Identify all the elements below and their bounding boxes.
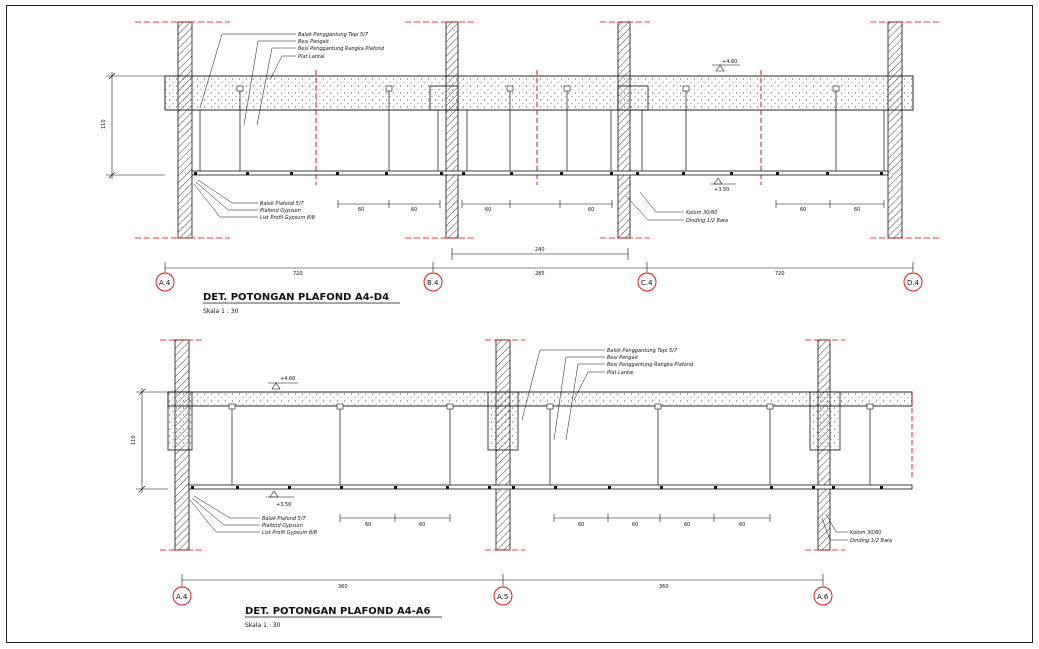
span-label: 360 <box>338 584 348 590</box>
height-dim-label: 110 <box>131 435 137 445</box>
span-dims-1 <box>164 262 914 272</box>
column-c4-top <box>600 21 650 239</box>
callout-label: Besi Penggantung Rangka Plafond <box>298 46 385 52</box>
callout-label: Besi Pengait <box>607 355 639 361</box>
grid-bubble-a5: A.5 <box>493 586 513 606</box>
level-marker-bottom-2 <box>266 490 294 498</box>
grid-label: A.4 <box>159 279 171 287</box>
callout-leaders-2 <box>189 349 848 541</box>
callout-label: Besi Penggantung Rangka Plafond <box>607 362 694 368</box>
level-bottom-label: +3.50 <box>276 502 291 508</box>
grid-label: D.4 <box>907 279 920 287</box>
height-dimension-2 <box>136 388 168 493</box>
break-lines-1 <box>315 70 762 185</box>
grid-bubble-d4: D.4 <box>903 272 923 292</box>
level-bottom-label: +3.50 <box>714 187 729 193</box>
grid-label: A.4 <box>176 593 188 601</box>
spacing-label: 60 <box>578 522 584 528</box>
spacing-label: 60 <box>411 207 417 213</box>
grid-bubble-b4: B.4 <box>423 272 443 292</box>
floor-slab-2 <box>167 391 913 407</box>
hanger-rods-1 <box>199 88 885 172</box>
callout-label: Kolom 30/60 <box>686 210 717 216</box>
level-marker-top-2 <box>268 382 298 390</box>
spacing-dims-1 <box>337 200 885 208</box>
spacing-label: 60 <box>854 207 860 213</box>
callout-label: Plat Lantai <box>298 54 325 60</box>
callout-label: Balok Penggantung Tepi 5/7 <box>607 348 678 354</box>
spacing-label: 60 <box>800 207 806 213</box>
callout-label: Kolom 30/60 <box>850 530 881 536</box>
callout-label: Plat Lantai <box>607 370 634 376</box>
callout-label: Balok Penggantung Tepi 5/7 <box>298 32 369 38</box>
callout-label: Dinding 1/2 Bata <box>686 218 728 224</box>
level-marker-bottom-1 <box>710 177 736 185</box>
hanger-rods-2 <box>231 406 871 485</box>
spacing-label: 60 <box>485 207 491 213</box>
height-dimension-1 <box>106 72 165 179</box>
detail-1: 110 +4.60 +3.50 60 60 60 60 60 60 <box>101 21 940 315</box>
span-label: 285 <box>535 271 545 277</box>
grid-bubble-a6: A.6 <box>813 586 833 606</box>
spacing-label: 60 <box>588 207 594 213</box>
detail-2-scale: Skala 1 : 30 <box>245 622 281 629</box>
callout-label: Balok Plafond 5/7 <box>260 201 305 207</box>
grid-bubble-a4-2: A.4 <box>172 586 192 606</box>
callout-label: List Profil Gypsum 8/8 <box>262 530 317 536</box>
grid-label: C.4 <box>641 279 653 287</box>
detail-1-title: DET. POTONGAN PLAFOND A4-D4 <box>203 292 389 303</box>
detail-1-scale: Skala 1 : 30 <box>203 308 239 315</box>
level-marker-top-1 <box>712 64 740 72</box>
callout-label: Plafond Gypsum <box>262 523 303 529</box>
drawing-frame <box>6 5 1033 643</box>
spacing-dims-2 <box>339 514 771 522</box>
ceiling-gypsum-2 <box>188 484 913 490</box>
span-label: 720 <box>775 271 785 277</box>
span-label: 360 <box>659 584 669 590</box>
floor-slab-1 <box>164 75 914 111</box>
spacing-label: 60 <box>684 522 690 528</box>
ceiling-gypsum-1 <box>191 170 889 176</box>
sub-dimension-240 <box>451 248 629 260</box>
spacing-label: 60 <box>632 522 638 528</box>
detail-2: 110 +4.60 +3.50 60 60 60 60 60 60 360 36 <box>131 339 913 629</box>
spacing-label: 60 <box>419 522 425 528</box>
level-top-label: +4.60 <box>280 376 295 382</box>
grid-label: A.5 <box>497 593 508 601</box>
height-dim-label: 110 <box>101 119 107 129</box>
level-top-label: +4.60 <box>722 59 737 65</box>
grid-bubble-a4: A.4 <box>155 272 175 292</box>
spacing-label: 60 <box>739 522 745 528</box>
callout-label: Dinding 1/2 Bata <box>850 538 892 544</box>
grid-bubble-c4: C.4 <box>637 272 657 292</box>
sub-dim-label: 240 <box>535 247 545 253</box>
grid-label: B.4 <box>427 279 439 287</box>
span-label: 720 <box>293 271 303 277</box>
span-dims-2 <box>181 574 824 586</box>
callout-label: List Profil Gypsum 8/8 <box>260 215 315 221</box>
callout-label: Balok Plafond 5/7 <box>262 516 307 522</box>
spacing-label: 60 <box>365 522 371 528</box>
callout-leaders-1 <box>193 33 684 221</box>
spacing-label: 60 <box>358 207 364 213</box>
callout-label: Besi Pengait <box>298 39 330 45</box>
detail-2-title: DET. POTONGAN PLAFOND A4-A6 <box>245 606 431 617</box>
column-d4-top <box>870 21 940 239</box>
grid-label: A.6 <box>817 593 829 601</box>
callout-label: Plafond Gypsum <box>260 208 301 214</box>
